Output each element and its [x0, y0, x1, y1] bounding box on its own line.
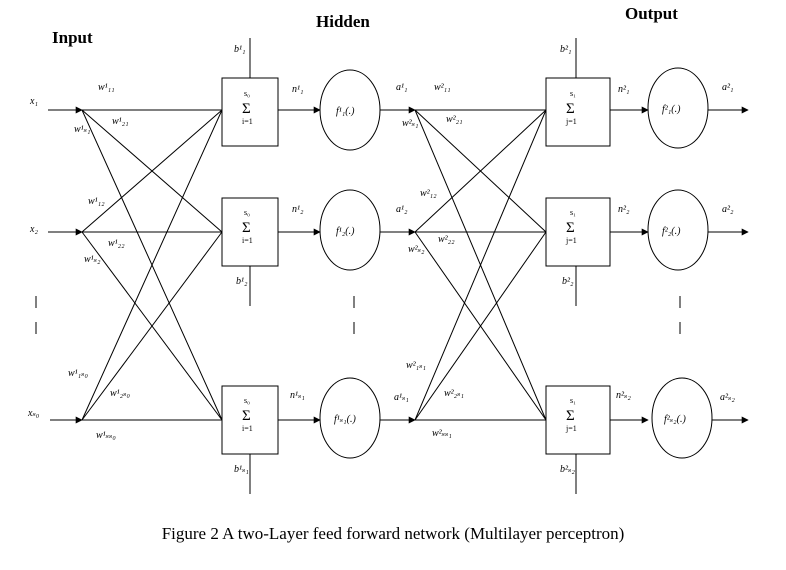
weight-w1-12: w¹₁₂	[88, 196, 105, 207]
hidden-out-label-3: a¹ₛ₁	[394, 392, 409, 403]
hidden-activation-label-2: f¹₂(.)	[336, 226, 355, 237]
output-out-label-2: a²₂	[722, 204, 734, 215]
output-neuron-3: s₁ Σ j=1 b²ₛ₂ n²ₛ₂ f²ₛ₂(.) a²ₛ₂	[545, 377, 749, 494]
output-activation-2	[647, 189, 709, 271]
hidden-sum-top-1: s₀	[244, 89, 250, 98]
hidden-neuron-2: s₀ Σ i=1 b¹₂ n¹₂ f¹₂(.) a¹₂	[221, 189, 416, 306]
hidden-sum-box-3	[221, 385, 279, 455]
input-row-1: x₁	[29, 96, 83, 114]
input-label-1: x₁	[29, 96, 38, 107]
output-sum-bottom-1: j=1	[565, 117, 577, 126]
output-activation-label-2: f²₂(.)	[662, 226, 681, 237]
weight-w2-1s1: w²₁ₛ₁	[406, 360, 426, 371]
sigma-icon: Σ	[242, 101, 251, 117]
hidden-sum-bottom-3: i=1	[242, 424, 253, 433]
weight-w1-s1: w¹ₛ₁	[74, 124, 91, 135]
weight-w1-1s0: w¹₁ₛ₀	[68, 368, 89, 379]
output-activation-1	[647, 67, 709, 149]
hidden-sum-bottom-1: i=1	[242, 117, 253, 126]
sigma-icon: Σ	[242, 220, 251, 236]
weight-w1-11: w¹₁₁	[98, 82, 115, 93]
output-net-label-2: n²₂	[618, 204, 630, 215]
weight-w2-s1: w²ₛ₁	[402, 118, 419, 129]
input-label-2: x₂	[29, 224, 38, 235]
output-neuron-2: s₁ Σ j=1 b²₂ n²₂ f²₂(.) a²₂	[545, 189, 749, 306]
hidden-sum-box-1	[221, 77, 279, 147]
hidden-bias-label-2: b¹₂	[236, 276, 248, 287]
hidden-activation-label-1: f¹₁(.)	[336, 106, 355, 117]
output-sum-box-2	[545, 197, 611, 267]
edge-as-o2	[414, 231, 547, 421]
output-out-label-3: a²ₛ₂	[720, 392, 735, 403]
hidden-header: Hidden	[316, 12, 370, 31]
weight-w1-21: w¹₂₁	[112, 116, 129, 127]
hidden-neuron-1: b¹₁ s₀ Σ i=1 n¹₁ f¹₁(.) a¹₁	[221, 38, 416, 151]
edge-xs-h2	[81, 231, 223, 421]
weight-w2-2s1: w²₂ₛ₁	[444, 388, 464, 399]
output-sum-top-1: s₁	[570, 89, 576, 98]
output-sum-box-3	[545, 385, 611, 455]
weight-w1-22: w¹₂₂	[108, 238, 125, 249]
weight-w1-s2: w¹ₛ₂	[84, 254, 101, 265]
output-net-label-1: n²₁	[618, 84, 629, 95]
output-activation-label-1: f²₁(.)	[662, 104, 681, 115]
hidden-net-label-3: n¹ₛ₁	[290, 390, 305, 401]
output-net-label-3: n²ₛ₂	[616, 390, 631, 401]
hidden-net-label-2: n¹₂	[292, 204, 304, 215]
layer2-connections	[414, 109, 547, 421]
hidden-out-label-2: a¹₂	[396, 204, 408, 215]
hidden-activation-2	[319, 189, 381, 271]
hidden-sum-bottom-2: i=1	[242, 236, 253, 245]
output-sum-top-3: s₁	[570, 396, 576, 405]
weight-w2-ss1: w²ₛₛ₁	[432, 428, 452, 439]
layer1-connections	[81, 109, 223, 421]
output-out-label-1: a²₁	[722, 82, 733, 93]
output-sum-bottom-2: j=1	[565, 236, 577, 245]
hidden-activation-3	[319, 377, 381, 459]
edge-x2-h1	[81, 109, 223, 233]
hidden-net-label-1: n¹₁	[292, 84, 303, 95]
hidden-out-label-1: a¹₁	[396, 82, 407, 93]
continuation-marks	[35, 296, 681, 334]
output-neuron-1: b²₁ s₁ Σ j=1 n²₁ f²₁(.) a²₁	[545, 38, 749, 149]
sigma-icon: Σ	[566, 101, 575, 117]
weight-w1-ss0: w¹ₛₛ₀	[96, 430, 116, 441]
layer2-weight-labels: w²₁₁ w²₂₁ w²ₛ₁ w²₁₂ w²₂₂ w²ₛ₂ w²₁ₛ₁ w²₂ₛ…	[402, 82, 464, 439]
output-activation-label-3: f²ₛ₂(.)	[664, 414, 686, 425]
output-activation-3	[651, 377, 713, 459]
hidden-activation-label-3: f¹ₛ₁(.)	[334, 414, 356, 425]
layer1-weight-labels: w¹₁₁ w¹₂₁ w¹ₛ₁ w¹₁₂ w¹₂₂ w¹ₛ₂ w¹₁ₛ₀ w¹₂ₛ…	[68, 82, 131, 441]
edge-as-o1	[414, 109, 547, 421]
hidden-neuron-3: s₀ Σ i=1 b¹ₛ₁ n¹ₛ₁ f¹ₛ₁(.) a¹ₛ₁	[221, 377, 416, 494]
weight-w2-11: w²₁₁	[434, 82, 451, 93]
edge-xs-h1	[81, 109, 223, 421]
output-sum-bottom-3: j=1	[565, 424, 577, 433]
output-bias-label-1: b²₁	[560, 44, 571, 55]
input-row-2: x₂	[29, 224, 83, 236]
weight-w1-2s0: w¹₂ₛ₀	[110, 388, 131, 399]
output-sum-top-2: s₁	[570, 208, 576, 217]
sigma-icon: Σ	[242, 408, 251, 424]
input-header: Input	[52, 28, 93, 47]
hidden-bias-label-1: b¹₁	[234, 44, 245, 55]
sigma-icon: Σ	[566, 408, 575, 424]
hidden-sum-top-2: s₀	[244, 208, 250, 217]
figure-caption: Figure 2 A two-Layer feed forward networ…	[161, 524, 625, 543]
hidden-bias-label-3: b¹ₛ₁	[234, 464, 249, 475]
output-sum-box-1	[545, 77, 611, 147]
output-bias-label-3: b²ₛ₂	[560, 464, 575, 475]
weight-w2-21: w²₂₁	[446, 114, 463, 125]
sigma-icon: Σ	[566, 220, 575, 236]
weight-w2-12: w²₁₂	[420, 188, 437, 199]
input-row-3: xₛ₀	[27, 408, 83, 424]
hidden-sum-top-3: s₀	[244, 396, 250, 405]
network-diagram: x₁ x₂ xₛ₀ w¹₁₁ w¹₂₁ w¹ₛ₁ w¹₁₂ w¹₂₂ w¹ₛ₂ …	[27, 38, 749, 494]
weight-w2-22: w²₂₂	[438, 234, 455, 245]
output-header: Output	[625, 4, 678, 23]
output-bias-label-2: b²₂	[562, 276, 574, 287]
weight-w2-s2: w²ₛ₂	[408, 244, 425, 255]
hidden-sum-box-2	[221, 197, 279, 267]
input-label-3: xₛ₀	[27, 408, 40, 419]
edge-a2-o1	[414, 109, 547, 233]
